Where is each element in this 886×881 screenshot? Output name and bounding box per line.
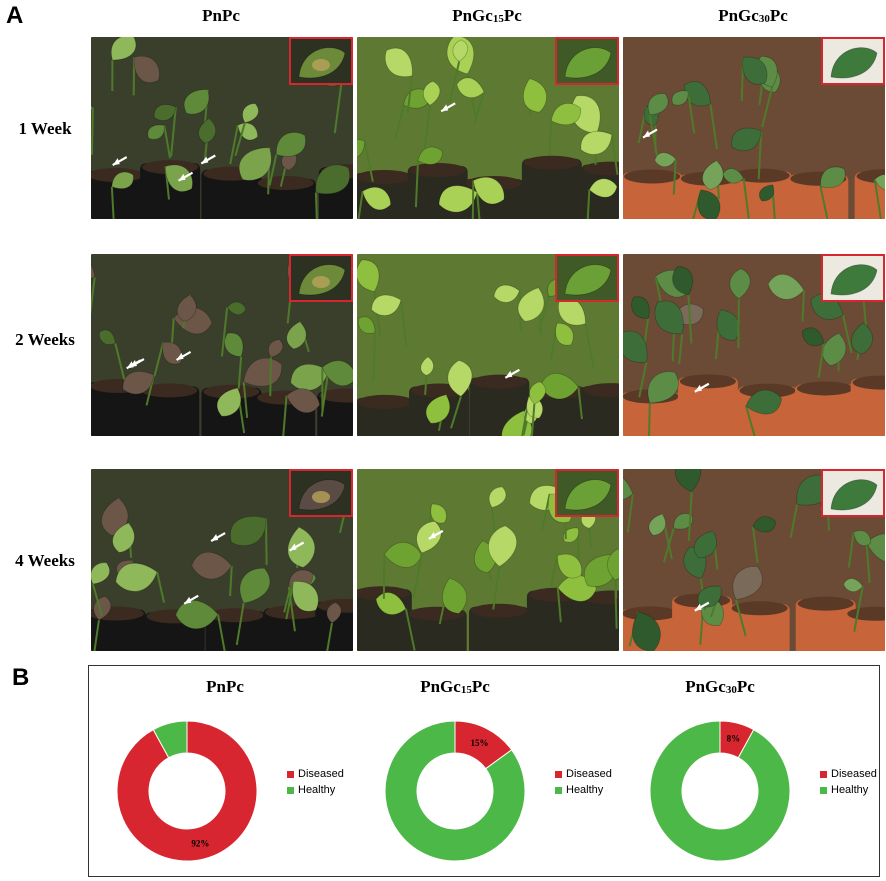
row-label-1-week: 1 Week	[18, 119, 72, 138]
inset-zoom-box	[555, 37, 619, 85]
panel-b-frame	[88, 665, 880, 877]
inset-zoom-box	[821, 37, 885, 85]
donut-slice-healthy	[152, 720, 188, 759]
legend-label: Diseased	[831, 768, 877, 780]
inset-zoom-box	[821, 254, 885, 302]
legend-item-diseased: Diseased	[820, 766, 877, 782]
plant-photo-pnpc-row2	[91, 254, 353, 436]
plant-photo-pngc30pc-row3	[623, 469, 885, 651]
pie-title-pnpc: PnPc	[206, 677, 244, 696]
legend-label: Diseased	[566, 768, 612, 780]
legend-swatch	[820, 786, 827, 794]
legend-label: Healthy	[566, 784, 604, 796]
donut-slice-diseased	[116, 720, 258, 862]
donut-slice-healthy	[384, 720, 526, 862]
legend-item-healthy: Healthy	[555, 782, 612, 798]
panel-a-letter: A	[6, 2, 24, 29]
pie-title-pngc15pc: PnGc15Pc	[420, 677, 490, 696]
plant-photo-pnpc-row3	[91, 469, 353, 651]
legend-label: Healthy	[298, 784, 336, 796]
inset-zoom-box	[289, 469, 353, 517]
column-header-pngc15pc: PnGc15Pc	[452, 6, 522, 25]
legend-swatch	[287, 770, 294, 778]
column-header-pnpc: PnPc	[202, 6, 240, 25]
legend-swatch	[287, 786, 294, 794]
inset-zoom-box	[555, 254, 619, 302]
legend-item-healthy: Healthy	[287, 782, 344, 798]
legend-swatch	[820, 770, 827, 778]
inset-zoom-box	[289, 37, 353, 85]
panel-b-letter: B	[12, 664, 30, 691]
donut-chart-0: 92%	[116, 720, 258, 862]
legend-item-diseased: Diseased	[555, 766, 612, 782]
plant-photo-pngc30pc-row2	[623, 254, 885, 436]
legend-swatch	[555, 786, 562, 794]
plant-photo-pngc15pc-row3	[357, 469, 619, 651]
plant-photo-pngc15pc-row1	[357, 37, 619, 219]
column-header-pngc30pc: PnGc30Pc	[718, 6, 788, 25]
inset-zoom-box	[821, 469, 885, 517]
plant-photo-pngc15pc-row2	[357, 254, 619, 436]
legend-label: Diseased	[298, 768, 344, 780]
inset-zoom-box	[555, 469, 619, 517]
row-label-4-weeks: 4 Weeks	[15, 551, 75, 570]
legend-swatch	[555, 770, 562, 778]
donut-data-label: 15%	[471, 738, 489, 748]
legend-item-healthy: Healthy	[820, 782, 877, 798]
donut-chart-2: 8%	[649, 720, 791, 862]
donut-data-label: 8%	[727, 734, 741, 744]
pie-title-pngc30pc: PnGc30Pc	[685, 677, 755, 696]
inset-zoom-box	[289, 254, 353, 302]
legend-item-diseased: Diseased	[287, 766, 344, 782]
plant-photo-pnpc-row1	[91, 37, 353, 219]
legend-label: Healthy	[831, 784, 869, 796]
plant-photo-pngc30pc-row1	[623, 37, 885, 219]
row-label-2-weeks: 2 Weeks	[15, 330, 75, 349]
donut-data-label: 92%	[191, 838, 209, 848]
donut-chart-1: 15%	[384, 720, 526, 862]
donut-slice-healthy	[649, 720, 791, 862]
